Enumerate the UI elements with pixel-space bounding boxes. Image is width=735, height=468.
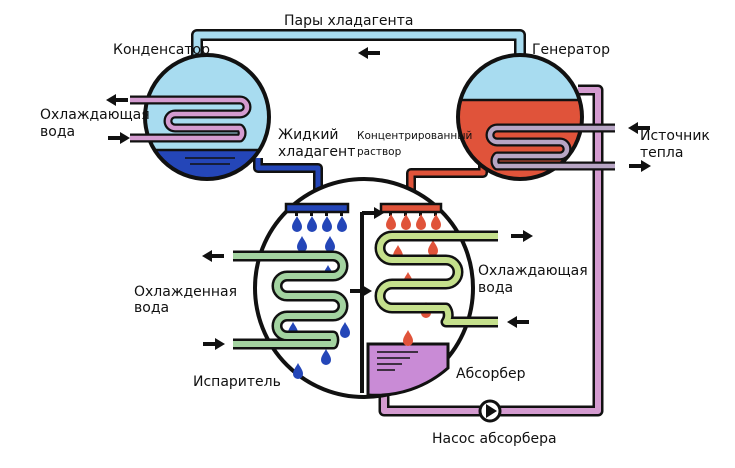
evaporator-label: Испаритель xyxy=(193,374,281,390)
vapor-label: Пары хладагента xyxy=(284,13,414,29)
condenser-label: Конденсатор xyxy=(113,42,210,58)
liquid-refrigerant-label-line2: хладагент xyxy=(278,144,356,160)
solution-return-pipe xyxy=(378,84,604,417)
solution-spray-header xyxy=(379,202,443,216)
chilled-water-in-arrow-icon xyxy=(203,338,225,350)
concentrated-solution-label-line1: Концентрированный xyxy=(357,130,473,142)
vapor-flow-arrow-icon xyxy=(358,47,380,59)
vapor-pipe xyxy=(191,29,526,59)
refrigerant-spray-header xyxy=(284,202,350,216)
heat-source-label-line2: тепла xyxy=(640,145,684,161)
concentrated-solution-label-line2: раствор xyxy=(357,146,402,158)
cooling-water-left-label-line2: вода xyxy=(40,124,76,140)
cooling-water-right-label-line1: Охлаждающая xyxy=(478,263,588,279)
chilled-water-out-arrow-icon xyxy=(202,250,224,262)
cooling-water-left-label-line1: Охлаждающая xyxy=(40,107,150,123)
chilled-water-label-line2: вода xyxy=(134,300,170,316)
condenser-water-in-arrow-icon xyxy=(108,132,130,144)
chilled-water-label-line1: Охлажденная xyxy=(134,284,238,300)
cooling-water-right-label-line2: вода xyxy=(478,280,514,296)
generator-label: Генератор xyxy=(532,42,610,58)
chilled-water-coil xyxy=(233,250,349,350)
absorber-water-in-arrow-icon xyxy=(507,316,529,328)
heat-source-in-arrow-icon xyxy=(629,160,651,172)
condenser-water-out-arrow-icon xyxy=(106,94,128,106)
pump-label: Насос абсорбера xyxy=(432,431,557,447)
heat-source-label-line1: Источник xyxy=(640,128,710,144)
absorber-water-out-arrow-icon xyxy=(511,230,533,242)
absorber-label: Абсорбер xyxy=(456,366,526,382)
condenser-coil xyxy=(130,95,252,143)
liquid-refrigerant-pipe xyxy=(253,158,323,205)
absorber-cooling-coil xyxy=(374,230,498,328)
generator-coil xyxy=(485,123,615,171)
pump-icon xyxy=(478,399,502,423)
absorber-pool xyxy=(366,342,450,397)
liquid-refrigerant-label-line1: Жидкий xyxy=(278,127,339,143)
